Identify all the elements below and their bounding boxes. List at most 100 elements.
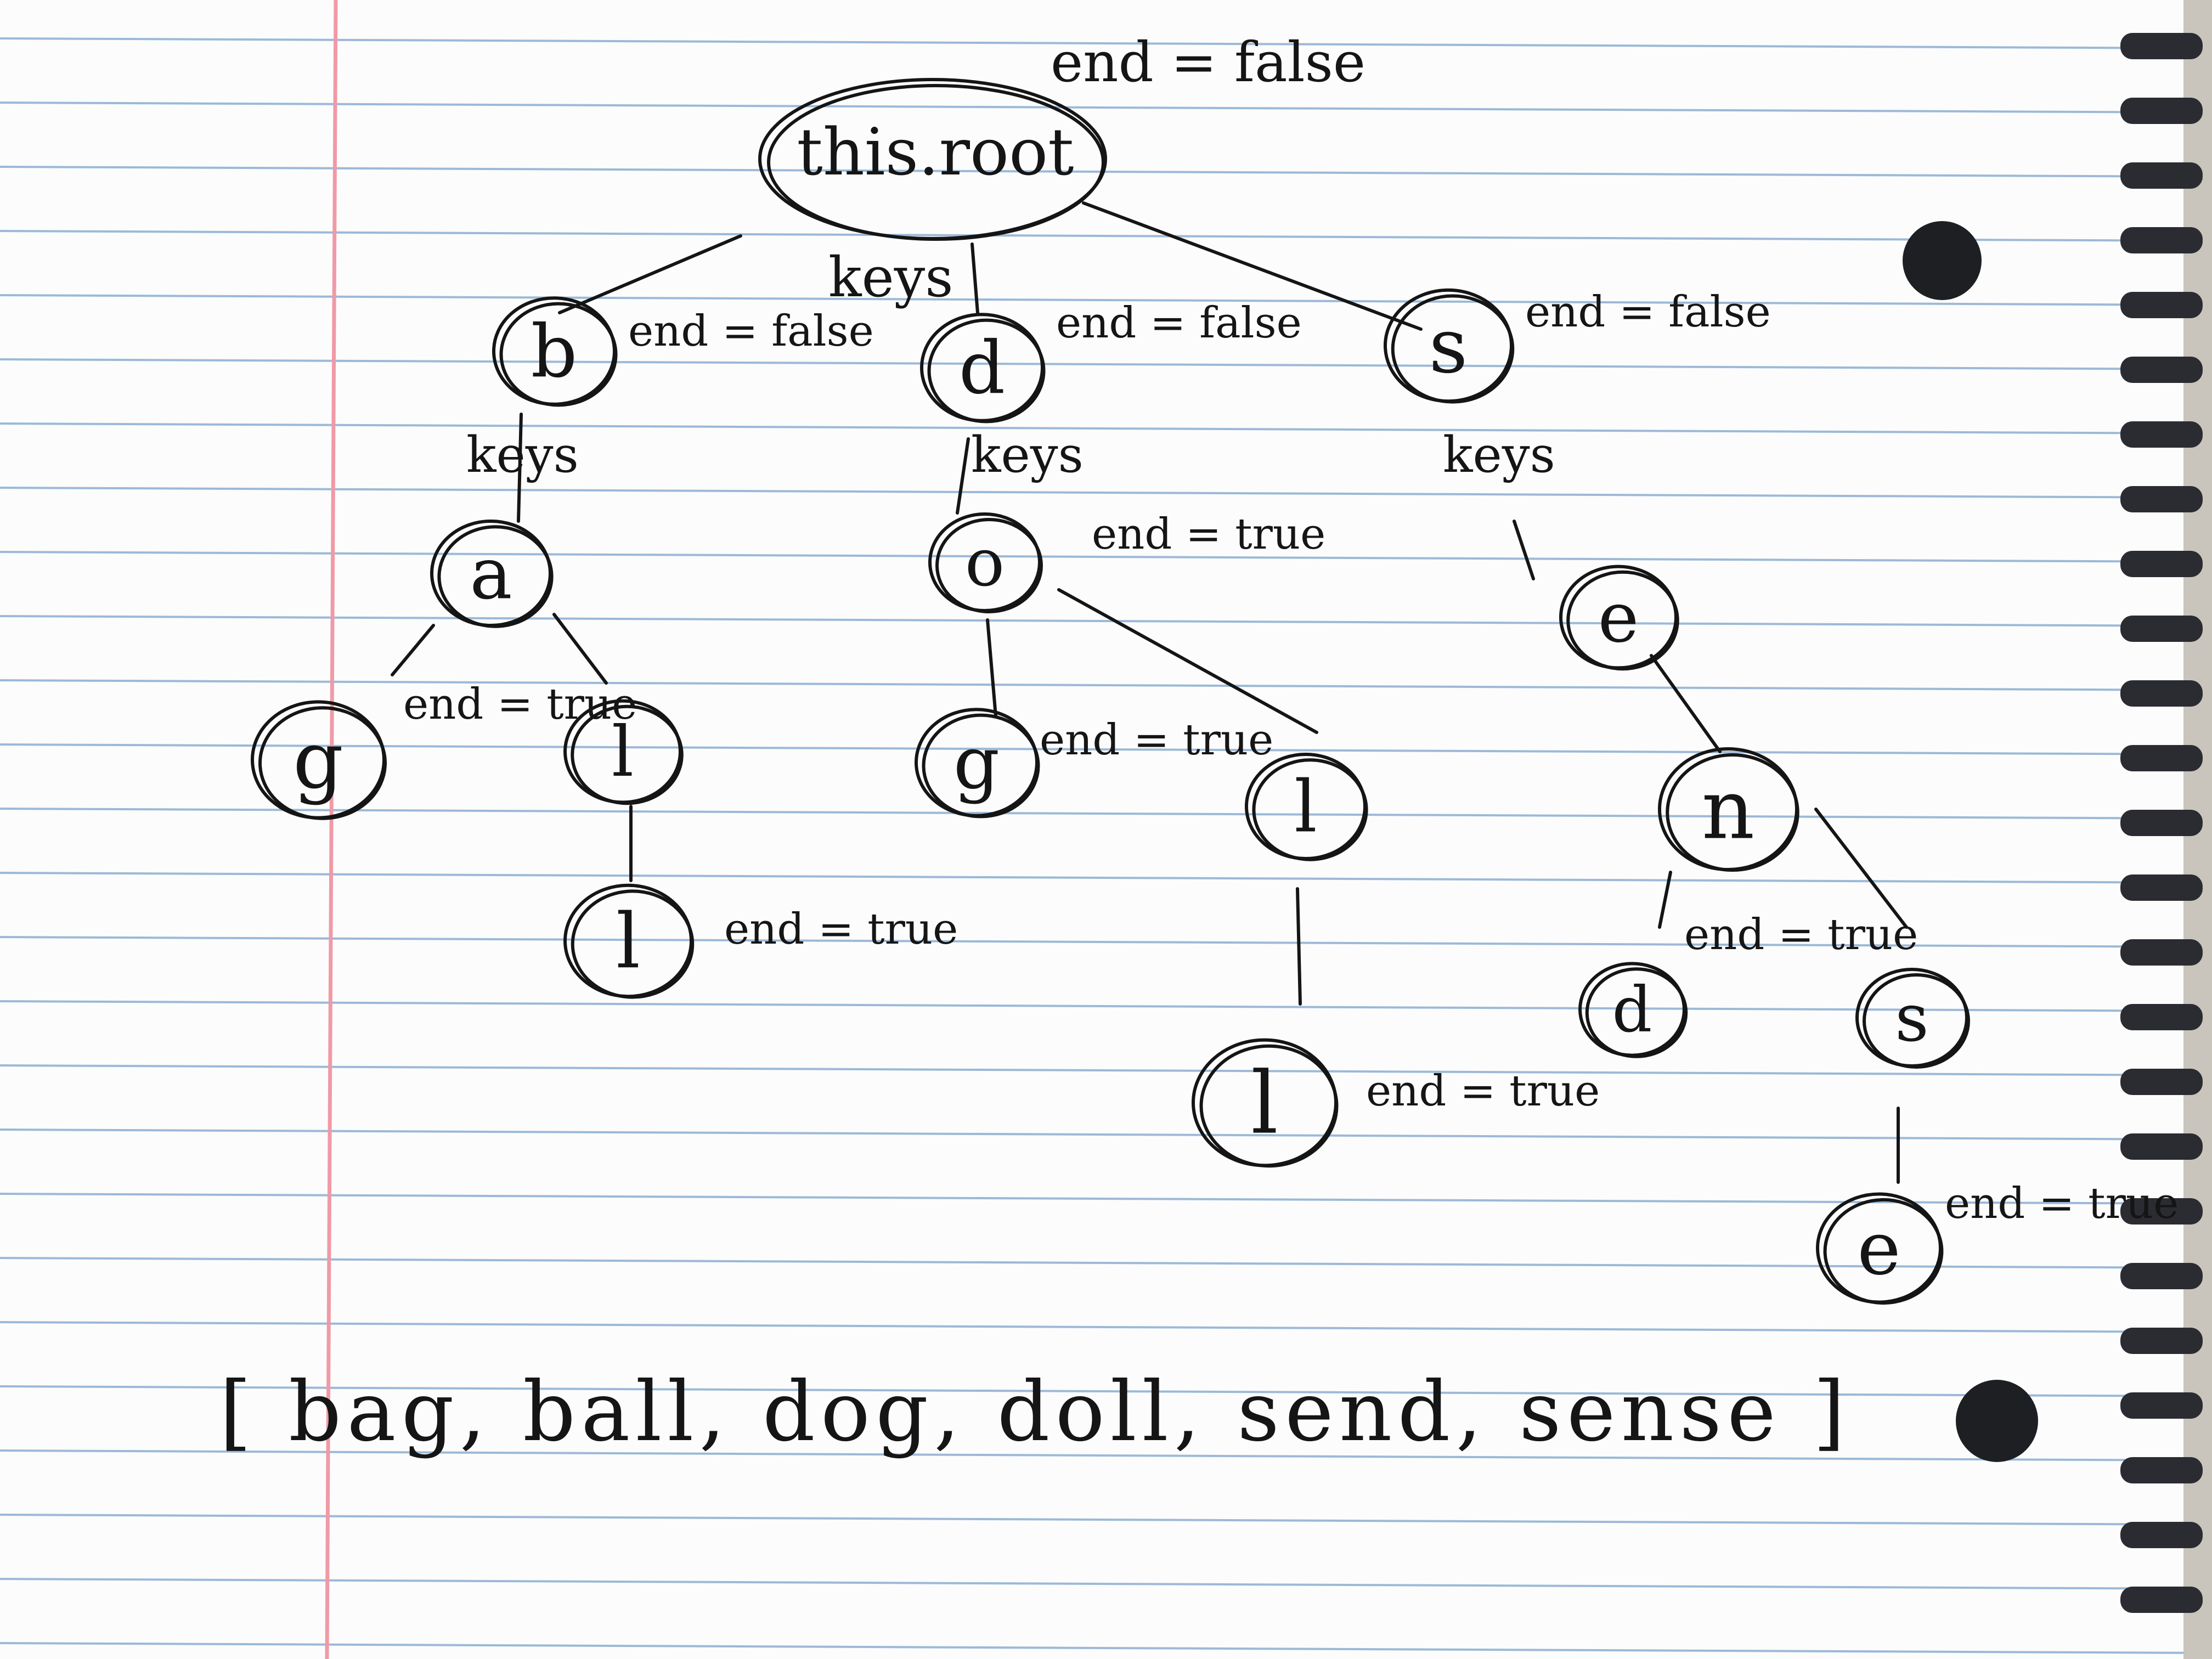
rule-line [0, 487, 2212, 499]
node-end-flag: end = true [1040, 715, 1273, 765]
rule-line [0, 1321, 2212, 1333]
spiral-coil [2120, 98, 2203, 124]
trie-node-send: d end = true [1578, 910, 1918, 1058]
spiral-coil [2120, 1069, 2203, 1095]
node-end-flag: end = true [1684, 910, 1918, 960]
node-letter: l [612, 712, 634, 792]
node-letter: b [531, 309, 578, 394]
edges [391, 201, 1908, 1184]
node-letter: d [959, 326, 1006, 410]
edge-a-g [391, 624, 435, 676]
rule-line [0, 551, 2212, 563]
trie-node-sen: n [1658, 747, 1799, 872]
rule-line [0, 1385, 2212, 1397]
rule-line [0, 294, 2212, 306]
rule-line [0, 166, 2212, 178]
node-end-flag: end = true [1366, 1066, 1600, 1116]
trie-node-ba: a [430, 519, 554, 628]
node-letter: l [1251, 1053, 1278, 1153]
rule-line [0, 936, 2212, 948]
d-keys-label: keys [971, 426, 1084, 484]
node-letter: s [1895, 980, 1929, 1057]
rule-line [0, 230, 2212, 242]
spiral-coil [2120, 1328, 2203, 1354]
spiral-coil [2120, 1457, 2203, 1483]
trie-node-do: o end = true [928, 510, 1325, 613]
trie-node-b: b end = false [492, 296, 874, 407]
spiral-coil [2120, 486, 2203, 512]
spiral-coil [2120, 810, 2203, 836]
node-letter: e [1857, 1206, 1900, 1291]
s-keys-label: keys [1443, 426, 1555, 484]
spiral-coil [2120, 616, 2203, 642]
root-label: this.root [797, 114, 1074, 190]
rule-line [0, 1000, 2212, 1012]
rule-line [0, 808, 2212, 820]
trie-node-ball: l end = true [563, 883, 958, 999]
node-letter: l [616, 897, 640, 985]
node-letter: d [1612, 973, 1652, 1046]
rule-line [0, 1193, 2212, 1205]
node-letter: g [953, 721, 1000, 805]
spiral-coil [2120, 1392, 2203, 1419]
trie-node-bal: l [563, 699, 684, 805]
rule-line [0, 37, 2212, 49]
trie-node-sense: e end = true [1816, 1179, 2179, 1305]
binder-hole-bottom [1956, 1380, 2038, 1462]
node-end-flag: end = false [1056, 298, 1302, 348]
trie-node-s: s end = false [1384, 287, 1771, 404]
ruled-lines [0, 37, 2212, 1654]
edge-o-l [1057, 588, 1318, 734]
root-flag: end = false [1051, 30, 1365, 94]
rule-line [0, 101, 2212, 114]
node-letter: n [1702, 763, 1755, 858]
rule-line [0, 1449, 2212, 1462]
spiral-coil [2120, 1522, 2203, 1548]
binder-hole-top [1903, 221, 1982, 300]
spiral-coil [2120, 421, 2203, 448]
spiral-coil [2120, 357, 2203, 383]
spiral-coil [2120, 292, 2203, 318]
trie-node-sens: s [1855, 968, 1970, 1069]
node-letter: e [1598, 577, 1639, 658]
margin-line [325, 0, 338, 1659]
node-letter: g [293, 714, 343, 806]
edge-root-s [1082, 201, 1423, 331]
word-list: [ bag, ball, dog, doll, send, sense ] [219, 1364, 1850, 1460]
rule-line [0, 1642, 2212, 1654]
spiral-coil [2120, 33, 2203, 59]
node-end-flag: end = false [1525, 287, 1771, 337]
rule-line [0, 1514, 2212, 1526]
rule-line [0, 615, 2212, 627]
rule-line [0, 1578, 2212, 1590]
trie-node-dog: g end = true [915, 708, 1273, 819]
edge-e-n [1650, 654, 1722, 753]
node-letter: s [1429, 302, 1468, 390]
spiral-coil [2120, 227, 2203, 253]
node-end-flag: end = true [1092, 510, 1325, 559]
spiral-coil [2120, 551, 2203, 577]
node-letter: o [965, 525, 1005, 601]
edge-s-e [1513, 520, 1535, 580]
trie-node-se: e [1559, 565, 1679, 671]
spiral-coil [2120, 1587, 2203, 1613]
edge-l-l2 [1296, 887, 1302, 1006]
spiral-coil [2120, 1198, 2203, 1224]
rule-line [0, 679, 2212, 691]
spiral-coil [2120, 1133, 2203, 1160]
node-end-flag: end = true [1945, 1179, 2179, 1228]
node-end-flag: end = false [628, 307, 874, 356]
rule-line [0, 743, 2212, 755]
node-end-flag: end = true [724, 905, 958, 954]
rule-line [0, 1064, 2212, 1076]
root-node: this.root [758, 78, 1107, 241]
node-letter: l [1294, 765, 1317, 848]
b-keys-label: keys [466, 426, 579, 484]
edge-root-d [970, 242, 979, 314]
spiral-coil [2120, 1004, 2203, 1030]
spiral-binding [2120, 0, 2212, 1659]
rule-line [0, 872, 2212, 884]
edge-d-o [956, 437, 970, 515]
